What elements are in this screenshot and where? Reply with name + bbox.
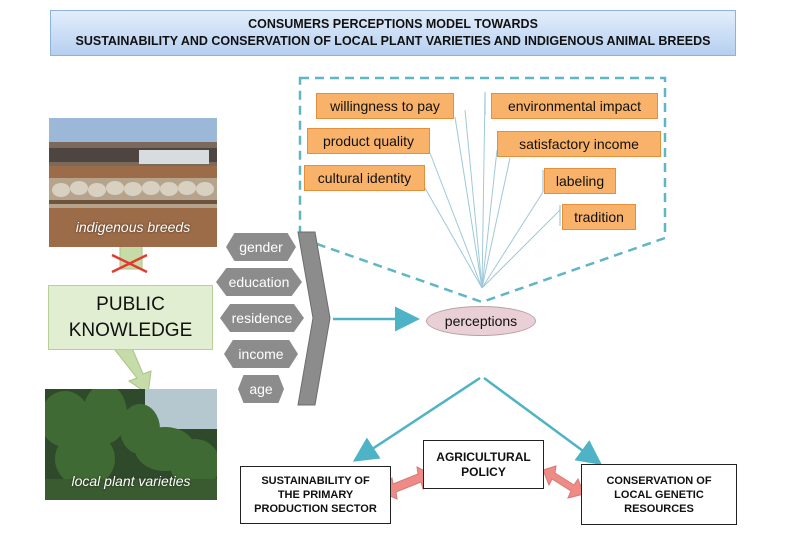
demographic-residence: residence: [220, 304, 304, 332]
knowledge-to-plants-arrow: [114, 342, 152, 395]
public-knowledge-line-1: PUBLIC: [96, 294, 165, 315]
demographics-bracket: [297, 231, 331, 406]
tag-satisfactory-income: satisfactory income: [497, 131, 661, 157]
tag-tradition: tradition: [562, 204, 636, 230]
public-knowledge-box: PUBLIC KNOWLEDGE: [48, 285, 213, 350]
sustainability-line-1: SUSTAINABILITY OF: [261, 475, 370, 487]
sustainability-line-2: THE PRIMARY: [277, 489, 354, 501]
conservation-line-1: CONSERVATION OF: [606, 475, 712, 487]
tag-labeling: labeling: [544, 168, 616, 194]
plant-field-image: [45, 389, 217, 500]
tag-willingness-to-pay: willingness to pay: [316, 93, 454, 119]
conservation-line-2: LOCAL GENETIC: [614, 489, 704, 501]
public-knowledge-line-2: KNOWLEDGE: [68, 320, 193, 341]
local-plants-photo: local plant varieties: [45, 389, 217, 500]
diagram-title: CONSUMERS PERCEPTIONS MODEL TOWARDS SUST…: [50, 10, 736, 56]
double-arrow-right: [542, 465, 585, 499]
demographic-age: age: [238, 375, 284, 403]
sustainability-box: SUSTAINABILITY OF THE PRIMARY PRODUCTION…: [240, 466, 391, 524]
demographic-gender: gender: [226, 233, 296, 261]
policy-line-1: AGRICULTURAL: [436, 450, 531, 464]
demographic-income: income: [224, 340, 298, 368]
sheep-pen-image: [49, 118, 217, 247]
sustainability-line-3: PRODUCTION SECTOR: [254, 503, 377, 515]
perceptions-node: perceptions: [426, 306, 536, 336]
tag-environmental-impact: environmental impact: [491, 93, 658, 119]
factor-lines: [424, 94, 561, 289]
title-line-1: CONSUMERS PERCEPTIONS MODEL TOWARDS: [248, 17, 538, 31]
indigenous-breeds-photo: indigenous breeds: [49, 118, 217, 247]
plants-caption: local plant varieties: [71, 473, 191, 489]
conservation-box: CONSERVATION OF LOCAL GENETIC RESOURCES: [581, 464, 737, 525]
agricultural-policy-box: AGRICULTURAL POLICY: [423, 440, 544, 489]
demographic-education: education: [216, 268, 302, 296]
perception-dashed-region: [298, 76, 667, 304]
breeds-caption: indigenous breeds: [75, 219, 191, 235]
policy-line-2: POLICY: [461, 465, 506, 479]
title-line-2: SUSTAINABILITY AND CONSERVATION OF LOCAL…: [75, 34, 711, 48]
tag-cultural-identity: cultural identity: [304, 165, 425, 191]
conservation-line-3: RESOURCES: [624, 503, 694, 515]
tag-product-quality: product quality: [307, 128, 430, 154]
